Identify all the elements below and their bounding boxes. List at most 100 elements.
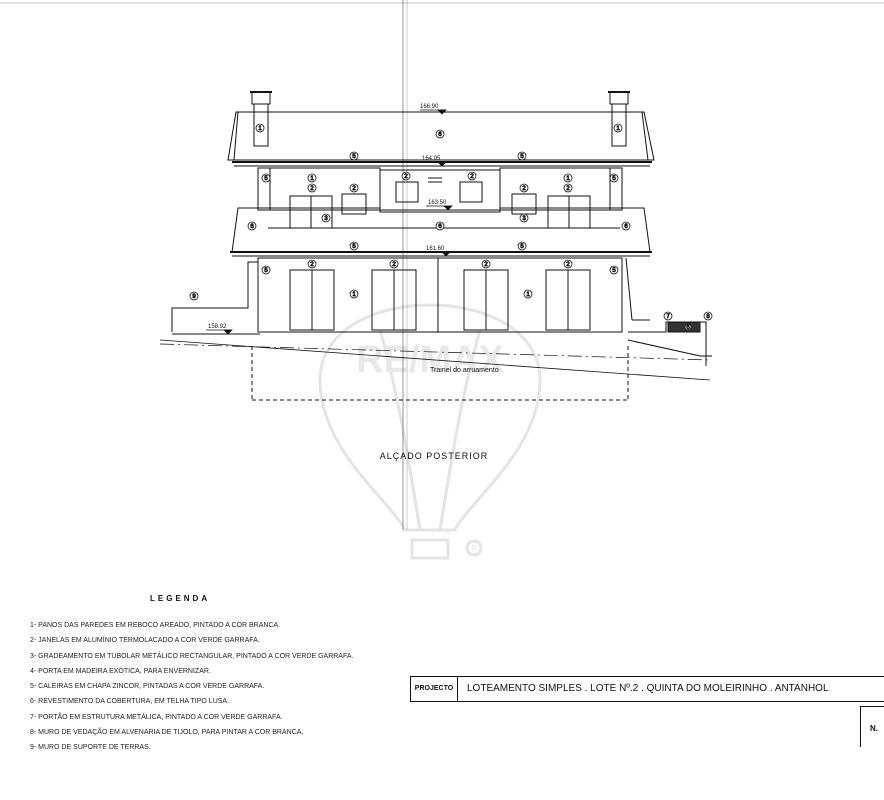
svg-text:5: 5 xyxy=(264,268,268,274)
level-marks: 166.90 164.95 163.50 161.60 158.92 xyxy=(206,104,453,335)
upper-floor xyxy=(257,167,623,211)
marker-3-rail-left: 3 xyxy=(321,213,331,223)
marker-2-win-b: 2 xyxy=(349,183,359,193)
svg-text:6: 6 xyxy=(438,224,442,230)
level-upper: 164.95 xyxy=(422,156,441,162)
chimney-right xyxy=(608,91,630,147)
marker-2-door-d: 2 xyxy=(563,259,573,269)
svg-text:1: 1 xyxy=(352,292,356,298)
svg-text:6: 6 xyxy=(624,224,628,230)
title-block: PROJECTO LOTEAMENTO SIMPLES . LOTE Nº.2 … xyxy=(410,676,884,702)
marker-6-gate-block: 6 xyxy=(684,323,692,331)
svg-text:5: 5 xyxy=(520,154,524,160)
svg-text:8: 8 xyxy=(706,314,710,320)
svg-text:2: 2 xyxy=(392,262,396,268)
svg-text:2: 2 xyxy=(566,186,570,192)
marker-2-door-a: 2 xyxy=(307,259,317,269)
marker-circles: 6 1 1 5 5 1 1 2 2 2 2 2 2 5 5 6 6 6 3 3 … xyxy=(189,123,713,331)
legend-item: 1- PANOS DAS PAREDES EM REBOCO AREADO, P… xyxy=(30,622,281,629)
marker-1-wall-a: 1 xyxy=(307,173,317,183)
svg-text:2: 2 xyxy=(352,186,356,192)
level-ground: 161.60 xyxy=(426,246,445,252)
svg-text:5: 5 xyxy=(352,244,356,250)
marker-1-chimney-left: 1 xyxy=(255,123,265,133)
svg-text:2: 2 xyxy=(566,262,570,268)
svg-text:2: 2 xyxy=(310,262,314,268)
marker-6-roof: 6 xyxy=(435,129,445,139)
svg-text:6: 6 xyxy=(250,224,254,230)
terrain-lines xyxy=(159,261,712,401)
marker-1-wall-b: 1 xyxy=(563,173,573,183)
remax-watermark: RE/MAX R xyxy=(318,303,542,560)
drawing-title: ALÇADO POSTERIOR xyxy=(380,451,489,461)
svg-text:3: 3 xyxy=(324,216,328,222)
svg-text:1: 1 xyxy=(258,126,262,132)
upper-windows xyxy=(289,177,591,229)
marker-9-wall: 9 xyxy=(189,291,199,301)
marker-6-mid-left: 6 xyxy=(247,221,257,231)
marker-2-win-a: 2 xyxy=(307,183,317,193)
svg-text:5: 5 xyxy=(352,154,356,160)
marker-5-ground-left: 5 xyxy=(261,265,271,275)
marker-5-side-right: 5 xyxy=(609,173,619,183)
svg-text:1: 1 xyxy=(566,176,570,182)
marker-2-door-b: 2 xyxy=(389,259,399,269)
legend-title: LEGENDA xyxy=(150,594,211,603)
marker-6-mid-center: 6 xyxy=(435,221,445,231)
street-label: Trainel do arruamento xyxy=(430,367,499,374)
marker-7-gate: 7 xyxy=(663,311,673,321)
svg-text:5: 5 xyxy=(520,244,524,250)
project-label: PROJECTO xyxy=(411,677,458,701)
marker-8-fence: 8 xyxy=(703,311,713,321)
svg-text:5: 5 xyxy=(264,176,268,182)
svg-text:1: 1 xyxy=(310,176,314,182)
svg-text:1: 1 xyxy=(526,292,530,298)
project-value: LOTEAMENTO SIMPLES . LOTE Nº.2 . QUINTA … xyxy=(467,683,829,694)
marker-1-ground-left: 1 xyxy=(349,289,359,299)
level-first: 163.50 xyxy=(428,200,447,206)
marker-5-lower-left: 5 xyxy=(349,241,359,251)
ground-floor xyxy=(257,257,650,333)
svg-text:5: 5 xyxy=(612,268,616,274)
marker-2-win-c: 2 xyxy=(401,171,411,181)
watermark-registered: R xyxy=(471,544,477,553)
svg-text:2: 2 xyxy=(484,262,488,268)
svg-text:6: 6 xyxy=(686,325,690,331)
svg-text:2: 2 xyxy=(404,174,408,180)
marker-5-upper-right: 5 xyxy=(517,151,527,161)
marker-2-win-d: 2 xyxy=(467,171,477,181)
marker-2-win-f: 2 xyxy=(563,183,573,193)
marker-5-lower-right: 5 xyxy=(517,241,527,251)
marker-2-win-e: 2 xyxy=(519,183,529,193)
legend-item: 9- MURO DE SUPORTE DE TERRAS. xyxy=(30,744,151,752)
legend-item: 4- PORTA EM MADEIRA EXÓTICA, PARA ENVERN… xyxy=(30,667,211,675)
legend-item: 2- JANELAS EM ALUMÍNIO TERMOLACADO A COR… xyxy=(30,637,260,645)
svg-text:3: 3 xyxy=(522,216,526,222)
legend-item: 3- GRADEAMENTO EM TUBOLAR METÁLICO RECTA… xyxy=(30,652,354,660)
svg-text:5: 5 xyxy=(612,176,616,182)
upper-roof xyxy=(227,111,655,167)
svg-text:7: 7 xyxy=(666,314,670,320)
chimney-left xyxy=(250,91,272,147)
legend-item: 8- MURO DE VEDAÇÃO EM ALVENARIA DE TIJOL… xyxy=(30,729,304,737)
svg-text:2: 2 xyxy=(310,186,314,192)
svg-text:1: 1 xyxy=(616,126,620,132)
svg-text:2: 2 xyxy=(470,174,474,180)
legend-item: 5- CALEIRAS EM CHAPA ZINCOR, PINTADAS A … xyxy=(30,683,265,691)
marker-5-upper-left: 5 xyxy=(349,151,359,161)
level-terrain: 158.92 xyxy=(208,324,227,330)
ground-doors xyxy=(289,269,591,331)
svg-text:6: 6 xyxy=(438,132,442,138)
marker-5-side-left: 5 xyxy=(261,173,271,183)
svg-text:2: 2 xyxy=(522,186,526,192)
title-block-corner xyxy=(860,706,884,747)
legend-item: 7- PORTÃO EM ESTRUTURA METÁLICA, PINTADO… xyxy=(30,713,283,721)
legend-list: 1- PANOS DAS PAREDES EM REBOCO AREADO, P… xyxy=(30,618,353,756)
marker-3-rail-right: 3 xyxy=(519,213,529,223)
marker-2-door-c: 2 xyxy=(481,259,491,269)
legend-item: 6- REVESTIMENTO DA COBERTURA, EM TELHA T… xyxy=(30,698,230,706)
sheet-mark: N. xyxy=(870,724,878,733)
marker-5-ground-right: 5 xyxy=(609,265,619,275)
marker-1-ground-right: 1 xyxy=(523,289,533,299)
